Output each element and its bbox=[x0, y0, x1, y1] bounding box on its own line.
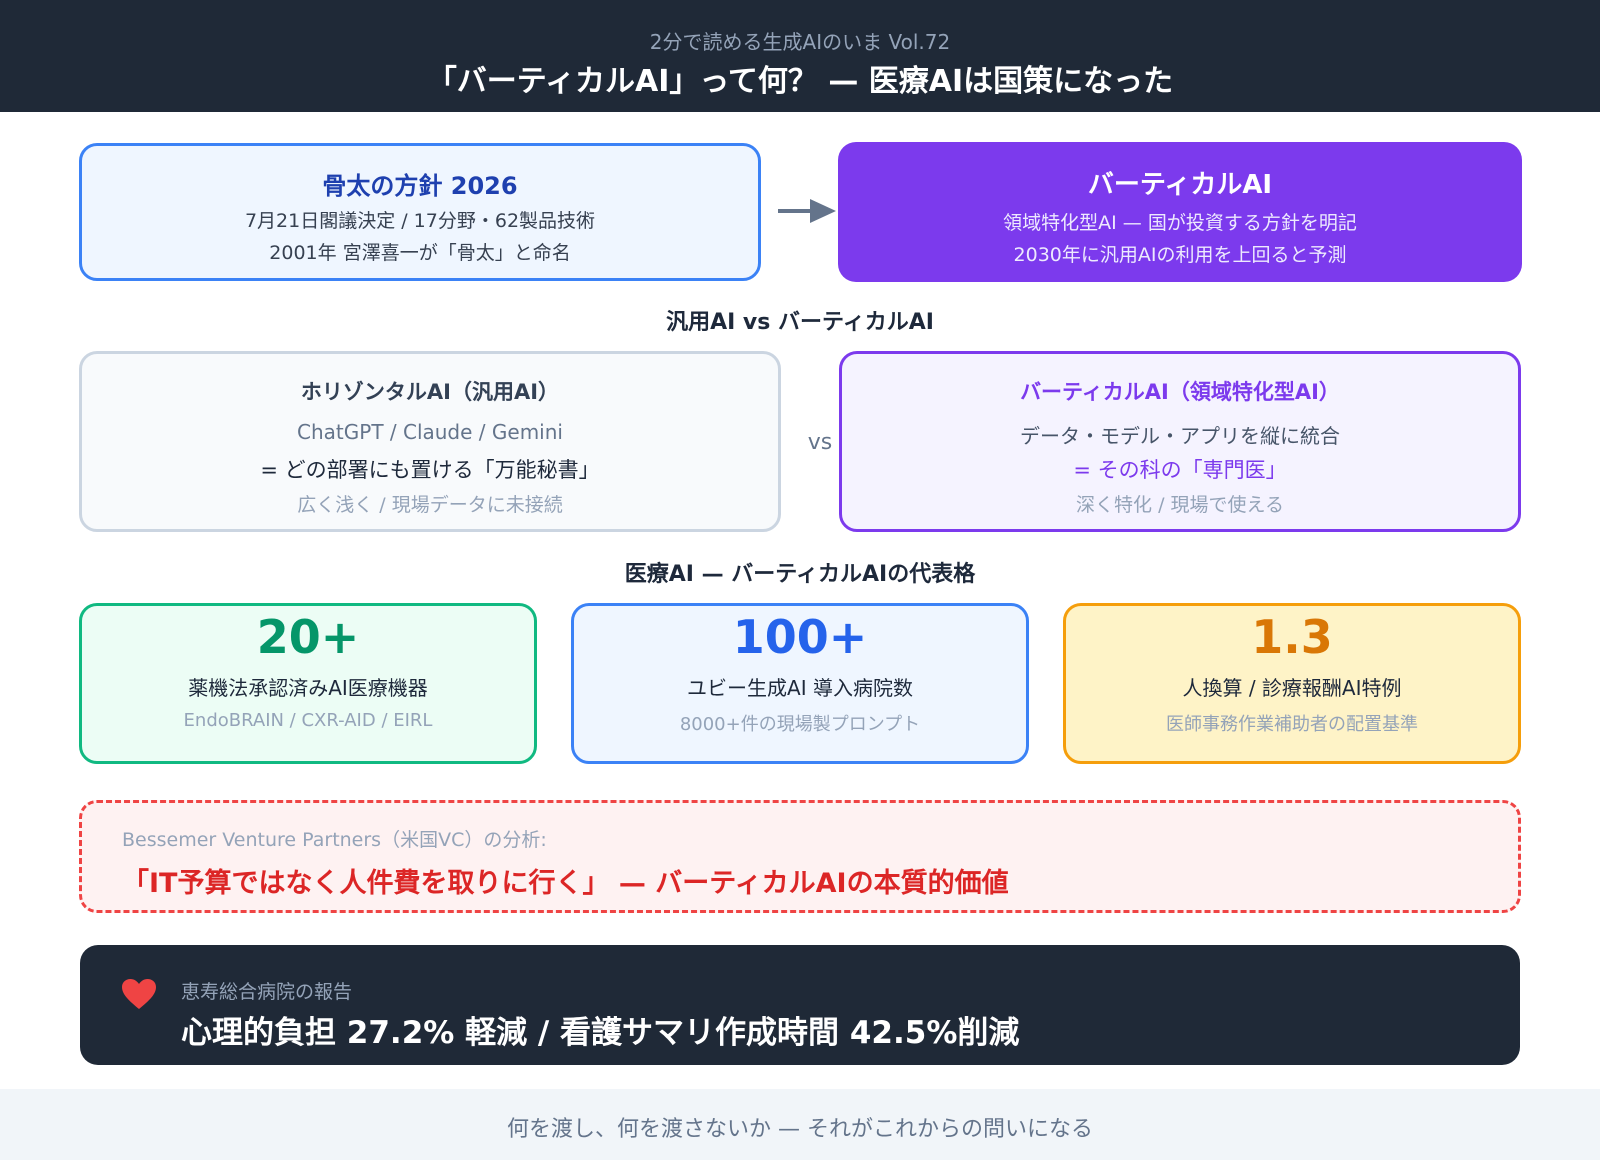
horizontal-ai-examples: ChatGPT / Claude / Gemini bbox=[297, 420, 563, 444]
hospital-report-box: 恵寿総合病院の報告 心理的負担 27.2% 軽減 / 看護サマリ作成時間 42.… bbox=[80, 945, 1520, 1065]
stat-card-ubie-hospitals: 100+ ユビー生成AI 導入病院数 8000+件の現場製プロンプト bbox=[571, 603, 1029, 764]
report-source: 恵寿総合病院の報告 bbox=[181, 981, 353, 1003]
stat-note: 8000+件の現場製プロンプト bbox=[679, 714, 921, 735]
vertical-ai-card-examples: データ・モデル・アプリを縦に統合 bbox=[1020, 424, 1340, 448]
vertical-ai-line-2: 2030年に汎用AIの利用を上回ると予測 bbox=[1013, 244, 1347, 266]
policy-box: 骨太の方針 2026 7月21日閣議決定 / 17分野・62製品技術 2001年… bbox=[79, 143, 761, 281]
policy-title: 骨太の方針 2026 bbox=[322, 172, 518, 200]
vertical-ai-card-metaphor: = その科の「専門医」 bbox=[1073, 458, 1287, 482]
stat-label: 薬機法承認済みAI医療機器 bbox=[188, 676, 428, 700]
horizontal-ai-card: ホリゾンタルAI（汎用AI） ChatGPT / Claude / Gemini… bbox=[79, 351, 781, 532]
header-banner: 2分で読める生成AIのいま Vol.72 「バーティカルAI」って何？ — 医療… bbox=[0, 0, 1600, 112]
vertical-ai-card: バーティカルAI（領域特化型AI） データ・モデル・アプリを縦に統合 = その科… bbox=[839, 351, 1521, 532]
stat-value: 1.3 bbox=[1251, 610, 1333, 664]
stat-note: 医師事務作業補助者の配置基準 bbox=[1166, 714, 1418, 735]
vertical-ai-line-1: 領域特化型AI — 国が投資する方針を明記 bbox=[1003, 212, 1357, 234]
vertical-ai-title: バーティカルAI bbox=[1087, 170, 1273, 200]
stat-value: 100+ bbox=[732, 610, 868, 664]
stat-note: EndoBRAIN / CXR-AID / EIRL bbox=[183, 710, 433, 731]
vertical-ai-card-title: バーティカルAI（領域特化型AI） bbox=[1020, 380, 1340, 404]
medical-section-title: 医療AI — バーティカルAIの代表格 bbox=[624, 562, 976, 587]
arrow-right-icon bbox=[778, 199, 836, 223]
vertical-ai-card-note: 深く特化 / 現場で使える bbox=[1076, 494, 1284, 516]
heart-icon bbox=[122, 979, 156, 1009]
comparison-section-title: 汎用AI vs バーティカルAI bbox=[666, 310, 934, 335]
stat-label: 人換算 / 診療報酬AI特例 bbox=[1182, 676, 1402, 700]
stat-label: ユビー生成AI 導入病院数 bbox=[687, 676, 913, 700]
report-result: 心理的負担 27.2% 軽減 / 看護サマリ作成時間 42.5%削減 bbox=[181, 1015, 1020, 1051]
quote-text: 「IT予算ではなく人件費を取りに行く」 — バーティカルAIの本質的価値 bbox=[122, 868, 1009, 899]
policy-line-1: 7月21日閣議決定 / 17分野・62製品技術 bbox=[244, 210, 596, 232]
footer-banner: 何を渡し、何を渡さないか — それがこれからの問いになる bbox=[0, 1089, 1600, 1160]
vertical-ai-box: バーティカルAI 領域特化型AI — 国が投資する方針を明記 2030年に汎用A… bbox=[838, 142, 1522, 282]
stat-card-reimbursement: 1.3 人換算 / 診療報酬AI特例 医師事務作業補助者の配置基準 bbox=[1063, 603, 1521, 764]
stat-card-approved-devices: 20+ 薬機法承認済みAI医療機器 EndoBRAIN / CXR-AID / … bbox=[79, 603, 537, 764]
quote-attribution: Bessemer Venture Partners（米国VC）の分析: bbox=[122, 829, 547, 851]
footer-text: 何を渡し、何を渡さないか — それがこれからの問いになる bbox=[507, 1117, 1093, 1142]
page-title: 「バーティカルAI」って何？ — 医療AIは国策になった bbox=[426, 64, 1174, 99]
stat-value: 20+ bbox=[256, 610, 360, 664]
analysis-quote-box: Bessemer Venture Partners（米国VC）の分析: 「IT予… bbox=[79, 800, 1521, 913]
vs-label: vs bbox=[807, 430, 833, 455]
newsletter-subtitle: 2分で読める生成AIのいま Vol.72 bbox=[649, 30, 951, 54]
horizontal-ai-metaphor: = どの部署にも置ける「万能秘書」 bbox=[260, 458, 600, 482]
policy-line-2: 2001年 宮澤喜一が「骨太」と命名 bbox=[269, 242, 571, 264]
horizontal-ai-note: 広く浅く / 現場データに未接続 bbox=[297, 494, 563, 516]
horizontal-ai-title: ホリゾンタルAI（汎用AI） bbox=[300, 380, 560, 404]
